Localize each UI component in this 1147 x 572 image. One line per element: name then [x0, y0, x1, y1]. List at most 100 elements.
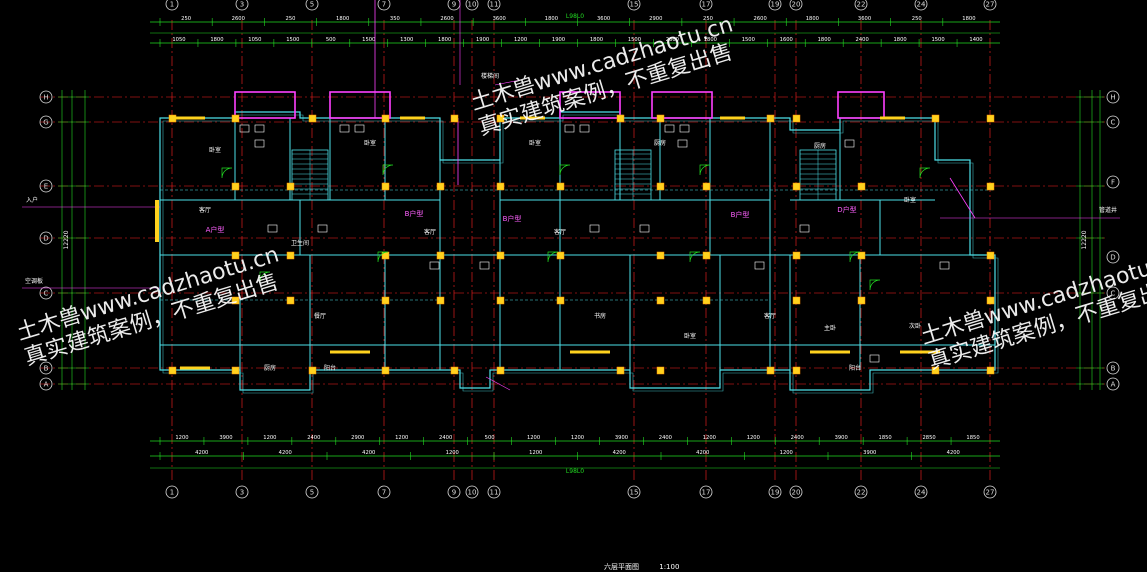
structural-column	[792, 366, 801, 375]
structural-column	[556, 296, 565, 305]
axis-bubble-bottom-label: 22	[857, 489, 866, 497]
axis-bubble-left-label: D	[43, 235, 48, 243]
sanitary-fixture	[754, 261, 765, 270]
side-note: 空调板	[25, 277, 43, 285]
dimension-value: 2900	[649, 16, 662, 22]
dimension-value: 250	[912, 16, 922, 22]
overall-dimension-left: 12220	[63, 230, 70, 249]
room-label: 客厅	[199, 206, 211, 214]
sanitary-fixture	[679, 124, 690, 133]
axis-bubble-right-label: A	[1111, 381, 1116, 389]
structural-column	[702, 251, 711, 260]
axis-bubble-bottom	[627, 485, 641, 499]
structural-column	[656, 366, 665, 375]
axis-bubble-right	[1106, 175, 1120, 189]
structural-column	[766, 114, 775, 123]
axis-bubble-top-label: 10	[468, 1, 477, 9]
axis-bubble-bottom	[487, 485, 501, 499]
dimension-value: 1800	[438, 37, 451, 43]
axis-bubble-bottom-label: 3	[240, 489, 244, 497]
dimension-value: 3600	[858, 16, 871, 22]
dimension-value: 3600	[597, 16, 610, 22]
dimension-value: 1200	[527, 435, 540, 441]
axis-bubble-bottom	[165, 485, 179, 499]
axis-bubble-bottom	[465, 485, 479, 499]
door-swing	[547, 251, 559, 263]
sanitary-fixture	[844, 139, 855, 148]
axis-bubble-bottom-label: 17	[702, 489, 711, 497]
axis-bubble-left	[39, 179, 53, 193]
structural-column	[986, 296, 995, 305]
axis-bubble-bottom-label: 1	[170, 489, 174, 497]
axis-bubble-left	[39, 115, 53, 129]
dimension-value: 500	[326, 37, 336, 43]
dimension-value: 2850	[922, 435, 935, 441]
structural-column	[381, 182, 390, 191]
axis-bubble-top	[487, 0, 501, 11]
exterior-wall	[159, 111, 996, 391]
dimension-value: 500	[485, 435, 495, 441]
unit-label: D户型	[837, 205, 856, 214]
axis-bubble-bottom-label: 5	[310, 489, 314, 497]
structural-column	[857, 182, 866, 191]
axis-bubble-bottom	[235, 485, 249, 499]
axis-bubble-top	[627, 0, 641, 11]
dimension-value: 1200	[780, 450, 793, 456]
dimension-value: 1200	[703, 435, 716, 441]
window	[570, 350, 610, 354]
structural-column	[556, 182, 565, 191]
dimension-value: 2400	[856, 37, 869, 43]
structural-column	[496, 366, 505, 375]
axis-bubble-left	[39, 361, 53, 375]
axis-bubble-left-label: H	[43, 94, 48, 102]
dimension-value: 1200	[571, 435, 584, 441]
axis-bubble-left	[39, 286, 53, 300]
dimension-value: 350	[390, 16, 400, 22]
structural-column	[656, 114, 665, 123]
dimension-value: 1200	[529, 450, 542, 456]
axis-bubble-bottom-label: 24	[917, 489, 926, 497]
unit-label: B户型	[503, 214, 522, 223]
axis-bubble-top-label: 5	[310, 1, 314, 9]
axis-bubble-bottom-label: 10	[468, 489, 477, 497]
structural-column	[986, 114, 995, 123]
structural-column	[496, 251, 505, 260]
room-label: 餐厅	[314, 312, 326, 320]
door-swing	[869, 279, 881, 291]
side-note: 入户	[26, 196, 38, 204]
sanitary-fixture	[317, 224, 328, 233]
dimension-value: 1050	[248, 37, 261, 43]
sanitary-fixture	[579, 124, 590, 133]
axis-bubble-bottom-label: 11	[490, 489, 499, 497]
dimension-value: 1300	[400, 37, 413, 43]
structural-column	[450, 366, 459, 375]
room-label: 书房	[594, 312, 606, 320]
sanitary-fixture	[589, 224, 600, 233]
structural-column	[308, 114, 317, 123]
dimension-value: 2600	[754, 16, 767, 22]
door-swing	[259, 271, 271, 283]
window	[900, 350, 940, 354]
axis-bubble-left	[39, 231, 53, 245]
window	[330, 350, 370, 354]
axis-bubble-top-label: 22	[857, 1, 866, 9]
unit-label: B户型	[405, 209, 424, 218]
axis-bubble-left-label: A	[44, 381, 49, 389]
dimension-value: 3900	[615, 435, 628, 441]
axis-bubble-left-label: B	[44, 365, 49, 373]
overall-dimension-top: L98L0	[566, 13, 584, 20]
axis-bubble-bottom	[699, 485, 713, 499]
structural-column	[792, 296, 801, 305]
axis-bubble-top	[305, 0, 319, 11]
axis-bubble-top-label: 24	[917, 1, 926, 9]
dimension-value: 4200	[362, 450, 375, 456]
structural-column	[286, 182, 295, 191]
structural-column	[766, 366, 775, 375]
dimension-value: 1500	[742, 37, 755, 43]
structural-column	[656, 182, 665, 191]
structural-column	[286, 296, 295, 305]
axis-bubble-right	[1106, 115, 1120, 129]
exterior-wall-inner	[162, 114, 999, 394]
room-label: 次卧	[909, 322, 921, 330]
structural-column	[857, 251, 866, 260]
